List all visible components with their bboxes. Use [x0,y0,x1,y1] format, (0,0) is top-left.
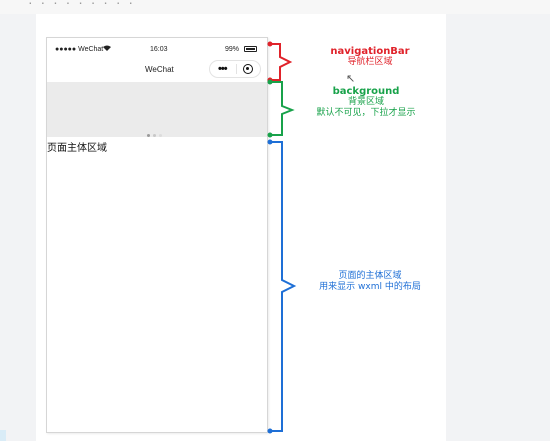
main-area-bracket-dot [267,428,273,434]
main-area-desc-line1: 页面的主体区域 [338,271,402,281]
background-bracket [270,81,295,136]
main-area-annotation: 页面的主体区域 用来显示 wxml 中的布局 [300,271,440,293]
slide-header-strip: · · · · · · · · · [0,0,550,14]
battery-icon [244,46,257,52]
capsule-divider [236,64,237,74]
loading-dots [147,124,165,142]
capsule-menu[interactable]: ••• [209,60,261,78]
slide-title-fragment: · · · · · · · · · [28,0,136,10]
loading-dot [147,134,150,137]
main-area-bracket [270,141,297,432]
navigation-bar: WeChat ••• [47,60,267,80]
navigation-bar-bracket-dot [267,41,273,47]
mouse-cursor-icon: ↖ [346,73,356,85]
phone-mockup: ●●●●● WeChat 16:03 99% WeChat ••• 页面主体区域 [46,37,268,433]
loading-dot [153,134,156,137]
nav-title: WeChat [145,65,174,74]
left-accent [0,430,6,441]
close-target-icon[interactable] [243,64,253,74]
main-area-bracket-dot [267,139,273,145]
main-area-desc-line2: 用来显示 wxml 中的布局 [319,282,421,292]
navigation-bar-bracket [270,43,293,81]
status-bar: ●●●●● WeChat 16:03 99% [47,38,267,60]
background-desc-line2: 默认不可见，下拉才显示 [316,108,416,118]
navigation-bar-desc: 导航栏区域 [347,57,393,67]
carrier-label: ●●●●● WeChat [55,46,104,53]
background-annotation: background 背景区域 默认不可见，下拉才显示 [296,86,436,119]
navigation-bar-title: navigationBar [330,46,410,57]
background-bracket-dot [267,132,273,138]
status-time: 16:03 [150,46,168,53]
more-icon[interactable]: ••• [218,63,228,75]
background-bracket-dot [267,79,273,85]
wifi-icon [103,45,111,53]
loading-dot [159,134,162,137]
page-body-label: 页面主体区域 [47,143,107,154]
background-title: background [332,86,400,97]
background-desc-line1: 背景区域 [347,97,384,107]
battery-percent: 99% [225,46,240,53]
background-area [47,82,267,137]
navigation-bar-annotation: navigationBar 导航栏区域 [300,46,440,68]
